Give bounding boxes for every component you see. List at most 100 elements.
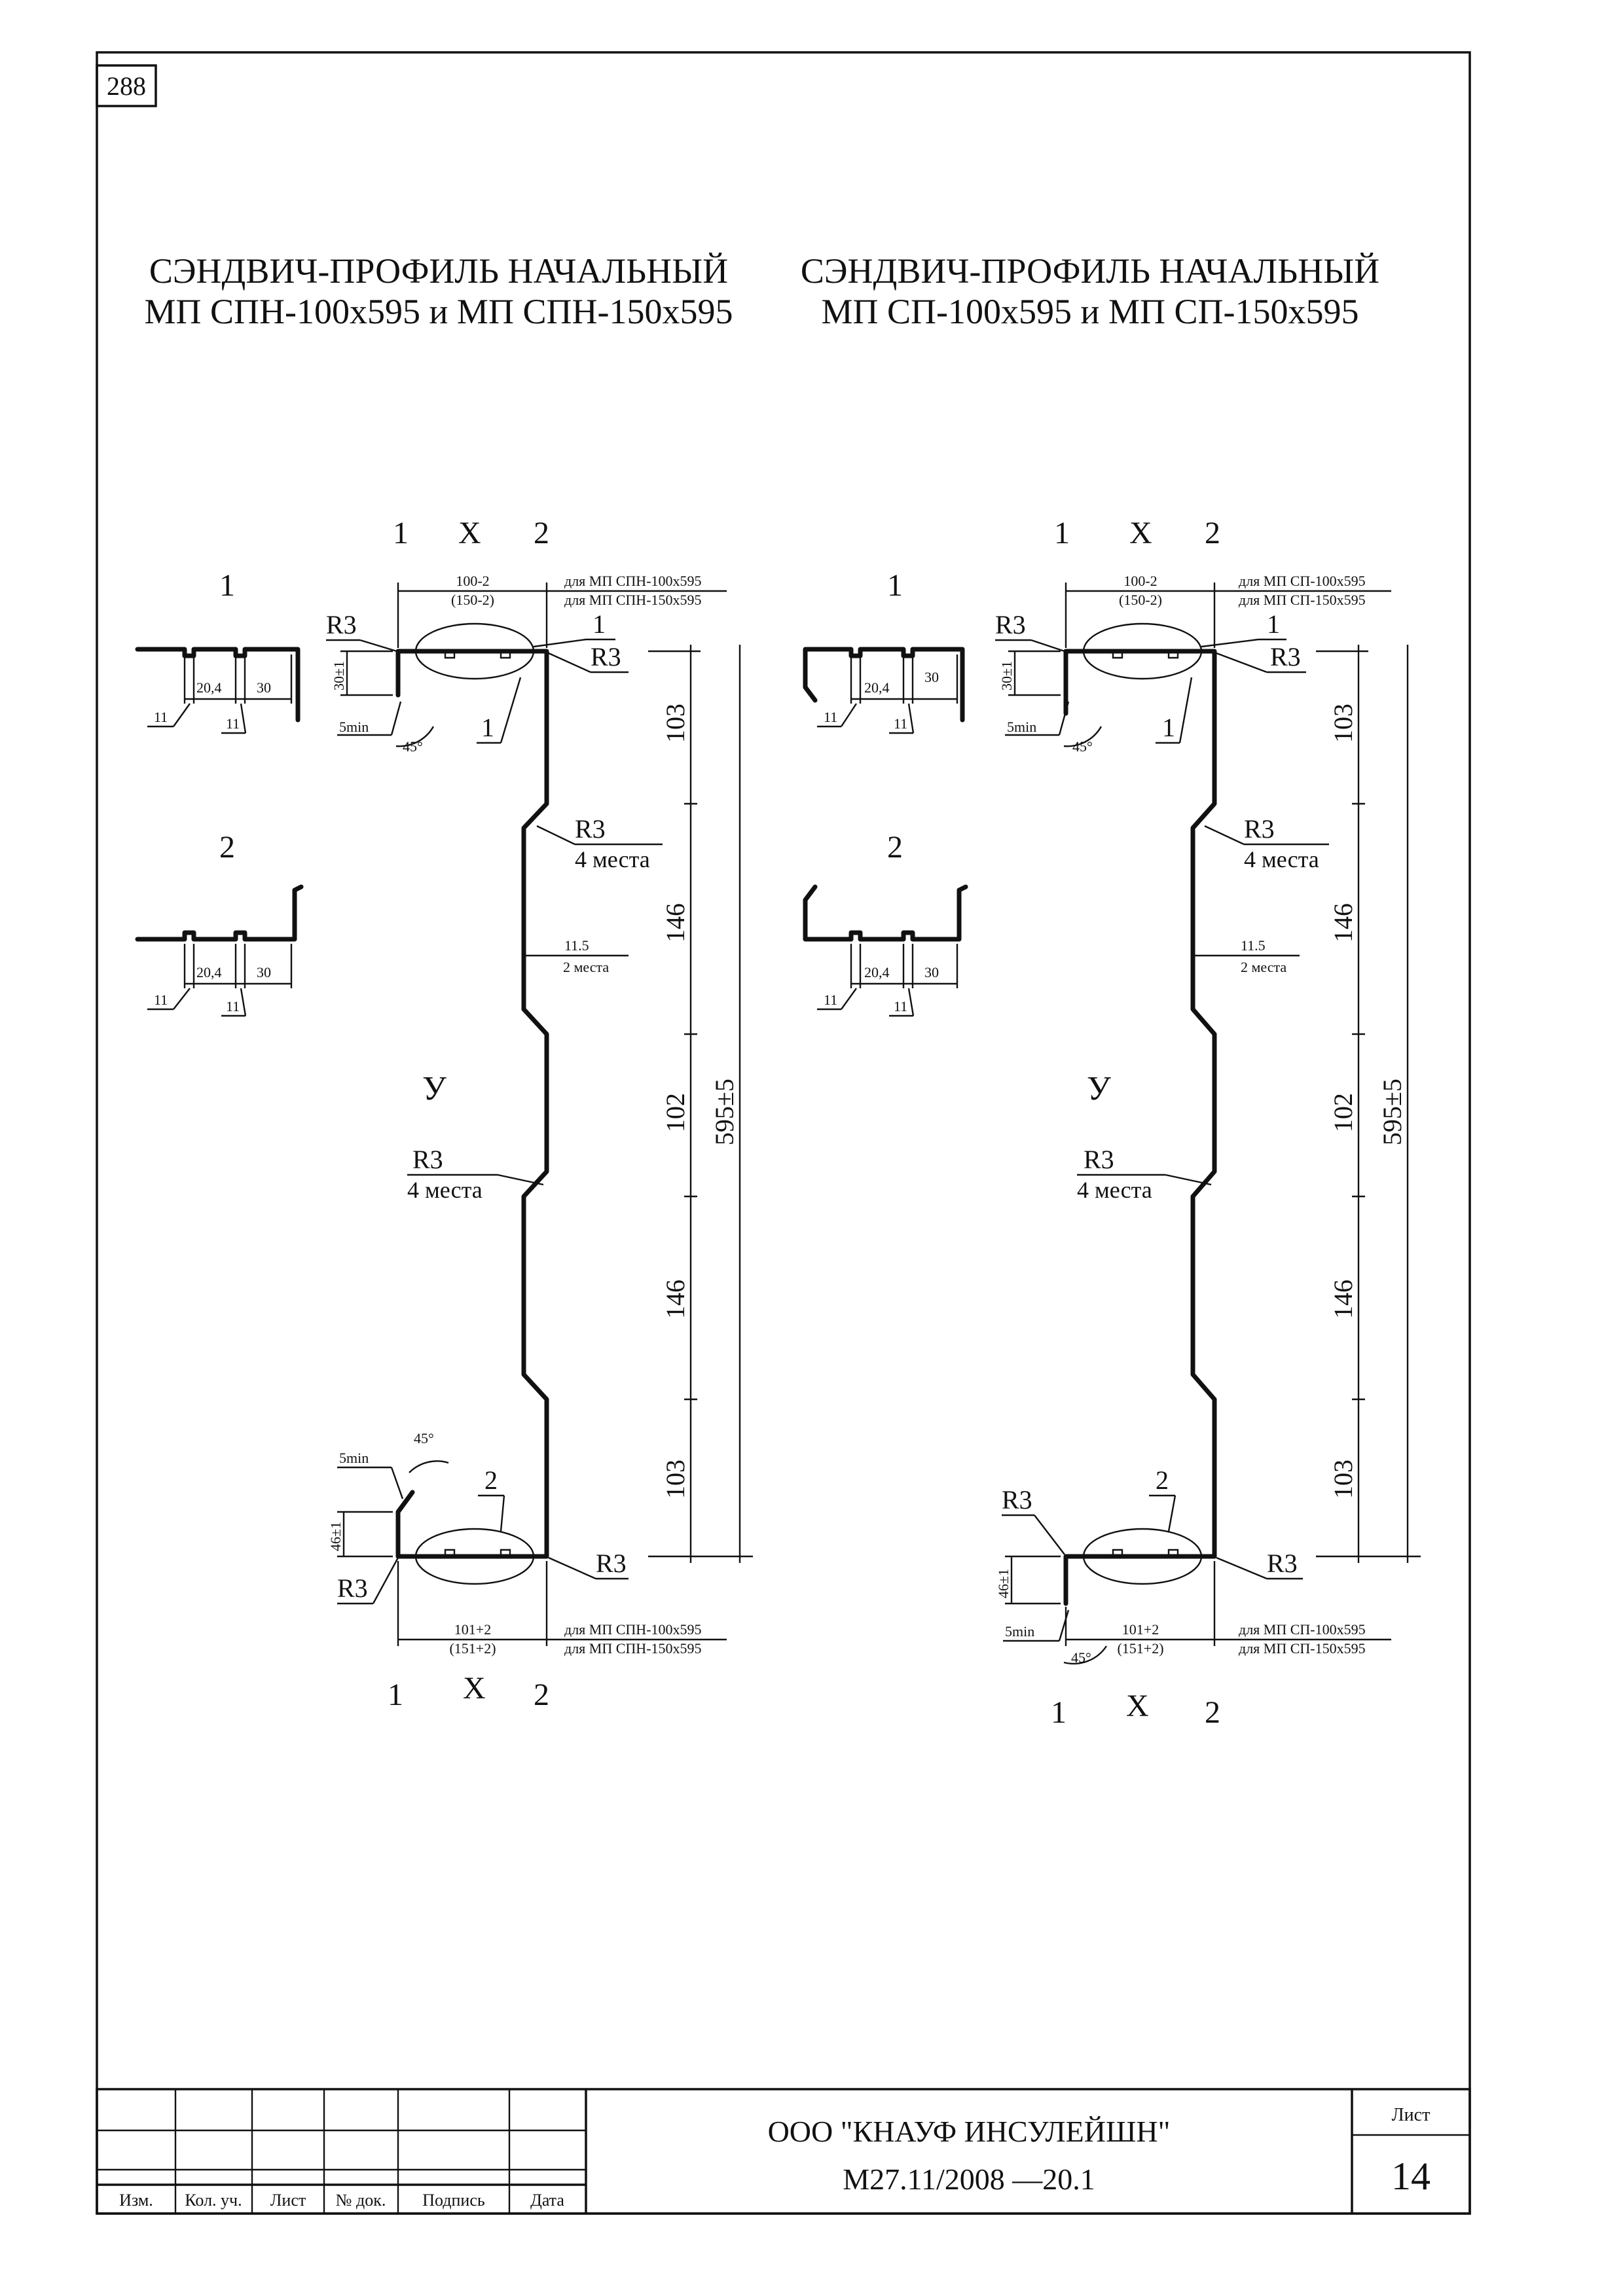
rd1-11b: 11 [894,715,907,732]
right-dim-102: 102 [1328,1093,1358,1132]
left-groove-w: 11.5 [564,937,589,954]
right-bottom-label-x: Х [1126,1689,1149,1723]
rd2-11b: 11 [894,998,907,1014]
right-top-label-x: Х [1129,516,1152,550]
right-r3-lower: R3 [1084,1145,1114,1174]
right-axis-y: У [1087,1070,1111,1107]
d1-20: 20,4 [196,679,222,696]
right-bottom-angle: 45° [1071,1649,1091,1666]
left-bottom-label-2: 2 [534,1677,549,1712]
left-detail-1-label: 1 [219,568,235,603]
left-dim-146-upper: 146 [661,903,690,942]
sheet-frame [96,51,1471,2215]
right-profile-drawing: 1 Х 2 1 Х 2 У 100-2 (150-2) для МП СП-10… [995,516,1421,1730]
left-profile-drawing: 1 Х 2 1 Х 2 У 100-2 (150-2) для МП СПН-1… [326,516,753,1712]
right-top-ellipse [1082,622,1203,680]
right-bottom-note-150: для МП СП-150х595 [1239,1640,1366,1657]
left-top-angle: 45° [403,738,423,755]
left-top-label-2: 2 [534,516,549,550]
left-callout-1b: 1 [481,713,494,742]
left-bottom-angle: 45° [414,1430,434,1446]
right-top-label-1: 1 [1054,516,1070,550]
right-r3-bottom-right: R3 [1267,1549,1298,1578]
right-profile-outline [1063,649,1217,1606]
left-callout-1: 1 [593,609,606,639]
right-bottom-label-1: 1 [1051,1695,1067,1730]
right-groove-w: 11.5 [1241,937,1266,954]
right-dim-146-lower: 146 [1328,1280,1358,1319]
right-bottom-min: 5min [1005,1623,1034,1640]
left-top-ellipse [414,622,535,680]
left-bottom-width-alt: (151+2) [449,1640,496,1657]
left-dim-102: 102 [661,1093,690,1132]
right-top-min: 5min [1007,719,1036,735]
left-detail-1: 1 20,4 30 11 11 [135,568,301,734]
right-callout-1b: 1 [1162,713,1175,742]
rd1-30: 30 [924,669,939,685]
left-top-width: 100-2 [456,573,489,589]
right-bottom-width: 101+2 [1122,1621,1159,1638]
title-block: Изм. Кол. уч. Лист № док. Подпись Дата О… [96,2088,1471,2215]
left-bottom-ellipse [414,1528,535,1585]
right-bottom-width-alt: (151+2) [1117,1640,1163,1657]
d1-11b: 11 [226,715,240,732]
right-bottom-label-2: 2 [1205,1695,1220,1730]
left-detail-2: 2 20,4 30 11 11 [135,830,304,1017]
right-top-note-150: для МП СП-150х595 [1239,592,1366,608]
tb-col-list: Лист [270,2191,306,2210]
d2-20: 20,4 [196,964,222,980]
tb-code: М27.11/2008 —20.1 [843,2162,1095,2196]
right-r3-top-left: R3 [995,610,1026,639]
tb-col-doc: № док. [336,2191,386,2210]
left-dim-total: 595±5 [710,1079,739,1145]
left-bottom-grooves [444,1549,511,1556]
right-callout-2: 2 [1156,1465,1169,1495]
left-detail-2-label: 2 [219,830,235,865]
left-r3-bottom-left: R3 [337,1573,368,1603]
left-bottom-label-1: 1 [388,1677,403,1712]
left-dim-103-bottom: 103 [661,1460,690,1499]
tb-col-izm: Изм. [119,2191,153,2210]
rd2-20: 20,4 [864,964,890,980]
left-title-line2: МП СПН-100х595 и МП СПН-150х595 [145,292,733,331]
right-title-line2: МП СП-100х595 и МП СП-150х595 [822,292,1359,331]
right-top-angle: 45° [1072,738,1093,755]
left-top-min: 5min [339,719,369,735]
left-r3-top-right: R3 [591,642,621,672]
left-bottom-note-150: для МП СПН-150х595 [564,1640,702,1657]
left-bottom-min: 5min [339,1450,369,1466]
right-dim-103-bottom: 103 [1328,1460,1358,1499]
right-dim-103-top: 103 [1328,704,1358,743]
left-bottom-label-x: Х [463,1671,486,1706]
right-r3-bottom-left: R3 [1002,1485,1032,1515]
d2-11b: 11 [226,998,240,1014]
right-groove-note: 2 места [1241,959,1286,975]
right-detail-2: 2 20,4 30 11 11 [803,830,968,1017]
left-top-grooves [444,651,511,659]
left-r3-bottom-right: R3 [596,1549,627,1578]
left-profile-outline [395,649,549,1559]
right-detail-2-label: 2 [887,830,903,865]
left-callout-2: 2 [484,1465,498,1495]
right-top-label-2: 2 [1205,516,1220,550]
tb-sheet-label: Лист [1392,2105,1431,2125]
tb-col-date: Дата [530,2191,564,2210]
rd2-30: 30 [924,964,939,980]
right-4-places-lower: 4 места [1077,1177,1152,1203]
rd2-11a: 11 [824,992,837,1008]
tb-sheet-value: 14 [1391,2155,1431,2198]
right-detail-1-label: 1 [887,568,903,603]
right-r3-upper: R3 [1244,814,1275,844]
left-top-width-alt: (150-2) [451,592,494,608]
tb-col-kol: Кол. уч. [185,2191,242,2210]
left-title-line1: СЭНДВИЧ-ПРОФИЛЬ НАЧАЛЬНЫЙ [149,251,728,291]
left-r3-top-left: R3 [326,610,357,639]
tb-col-sign: Подпись [422,2191,485,2210]
right-top-note-100: для МП СП-100х595 [1239,573,1366,589]
right-dim-total: 595±5 [1377,1079,1407,1145]
right-bottom-note-100: для МП СП-100х595 [1239,1621,1366,1638]
d2-11a: 11 [154,992,168,1008]
right-top-lip: 30±1 [998,661,1015,691]
sheet-number-box [96,64,157,107]
